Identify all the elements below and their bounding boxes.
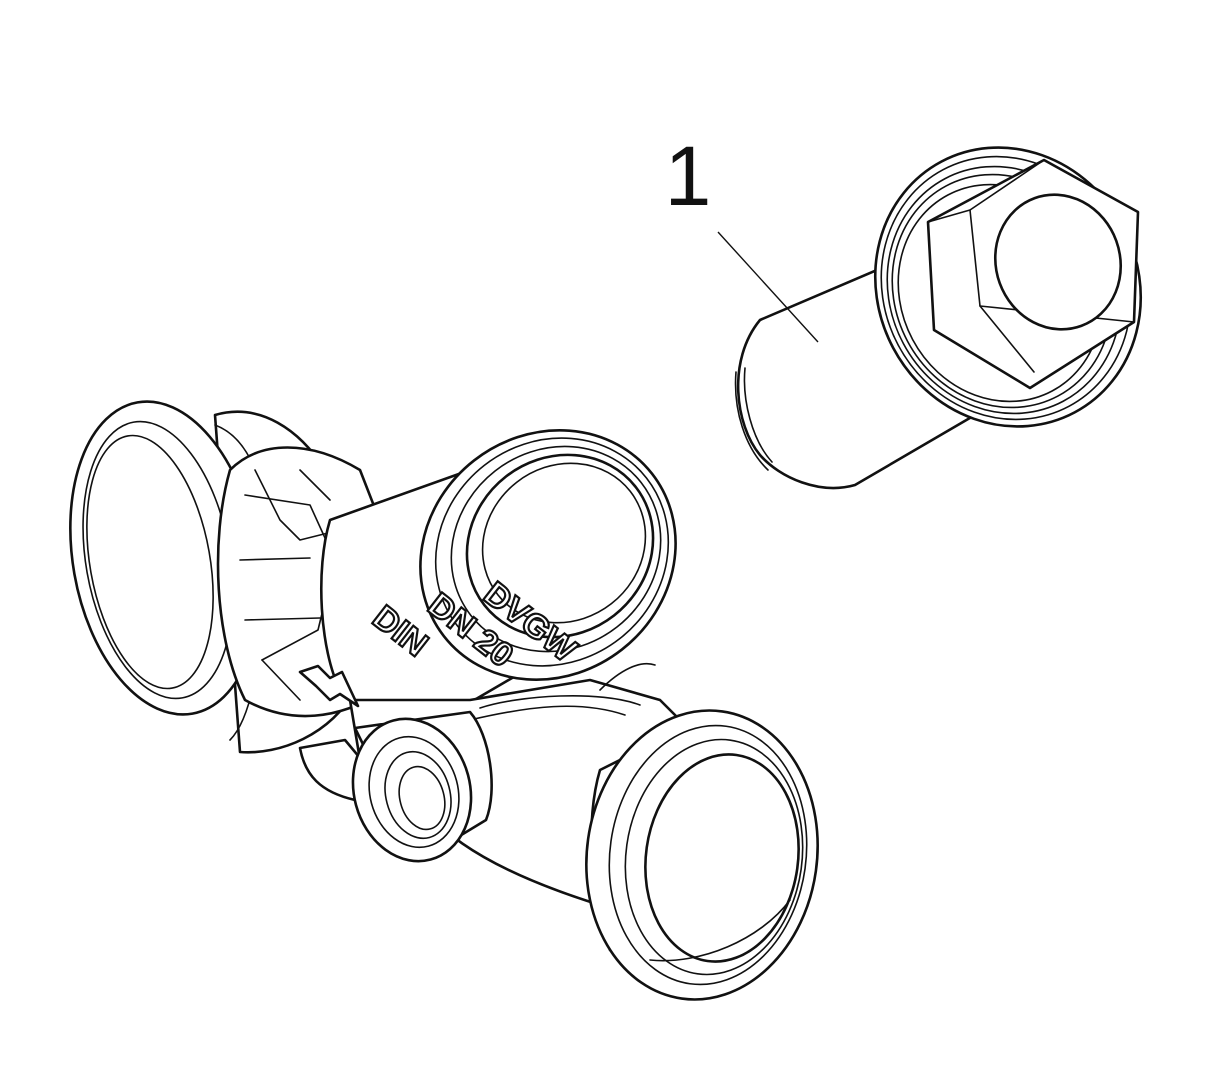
flow-direction-arrow [298,664,360,708]
callout-leader-line [717,231,819,343]
hex-head [926,158,1140,390]
valve-body: DVGW DN 20 DIN [69,400,819,1001]
side-port [298,710,493,863]
callout-number-label: 1 [665,129,712,223]
top-socket [419,429,677,681]
plug-cartridge-part-1 [734,146,1143,490]
right-pipe-end [585,709,819,1001]
